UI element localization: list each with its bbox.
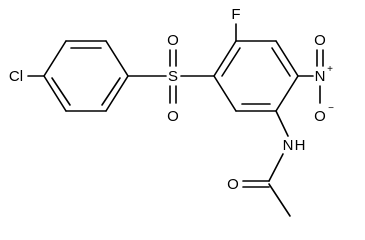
bond [213,75,237,112]
bond [43,40,67,77]
bond [105,40,129,77]
atom-fluorine: F [231,6,240,23]
atom-nitro-nitrogen: N [315,68,326,85]
bond [43,75,67,112]
structure-diagram: Cl S O O F N + O O − N H O [9,6,334,217]
atom-nitro-oxygen-double: O [314,32,326,49]
atom-sulfur: S [168,68,178,85]
atom-chlorine: Cl [9,68,23,85]
bond-double-inner [221,47,241,77]
bond [105,75,129,112]
bond-double-inner [101,77,121,106]
chlorophenyl-ring [43,40,129,112]
atom-sulfonyl-oxygen-top: O [167,32,179,49]
bond-double-inner [51,77,71,106]
bond [275,40,299,77]
atom-carbonyl-oxygen: O [227,176,239,193]
bond-n-c-carbonyl [268,153,284,182]
charge-minus: − [328,103,334,114]
atom-sulfonyl-oxygen-bottom: O [167,108,179,125]
bond-c-n-amide [275,110,289,137]
central-ring [213,40,299,112]
bond [213,40,237,77]
bond-double-inner [271,47,291,77]
bond-c-methyl [268,183,291,217]
charge-plus: + [327,64,333,75]
bond [275,75,299,112]
atom-amide-hydrogen: H [295,137,306,154]
atom-nitro-oxygen-single: O [314,108,326,125]
atom-amide-nitrogen: N [283,137,294,154]
